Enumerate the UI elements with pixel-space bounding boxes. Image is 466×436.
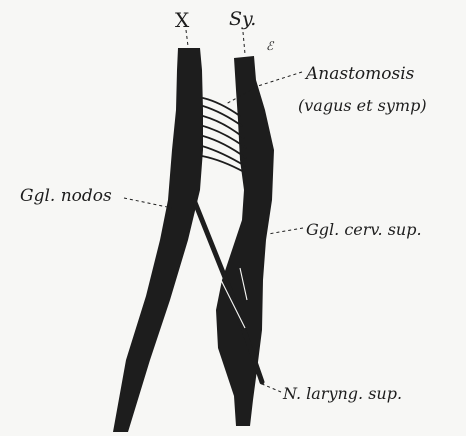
label-vagus: X xyxy=(175,10,189,30)
label-ganglion-cervical-superior: Ggl. cerv. sup. xyxy=(306,222,422,238)
label-anastomosis: Anastomosis xyxy=(306,66,414,83)
sympathetic-trunk xyxy=(216,56,274,426)
label-ganglion-nodosum: Ggl. nodos xyxy=(20,188,112,205)
leader-nodos xyxy=(124,198,172,208)
leader-cerv xyxy=(268,228,303,234)
label-sympathetic: Sy. xyxy=(229,10,256,29)
vagus-nerve xyxy=(113,48,203,432)
label-anastomosis-detail: (vagus et symp) xyxy=(298,98,427,114)
leader-laryng xyxy=(262,384,281,392)
label-superior-laryngeal-nerve: N. laryng. sup. xyxy=(283,386,402,402)
leader-vagus xyxy=(186,30,188,46)
label-mark: ℰ xyxy=(266,40,273,52)
leader-sympathetic xyxy=(243,32,245,54)
